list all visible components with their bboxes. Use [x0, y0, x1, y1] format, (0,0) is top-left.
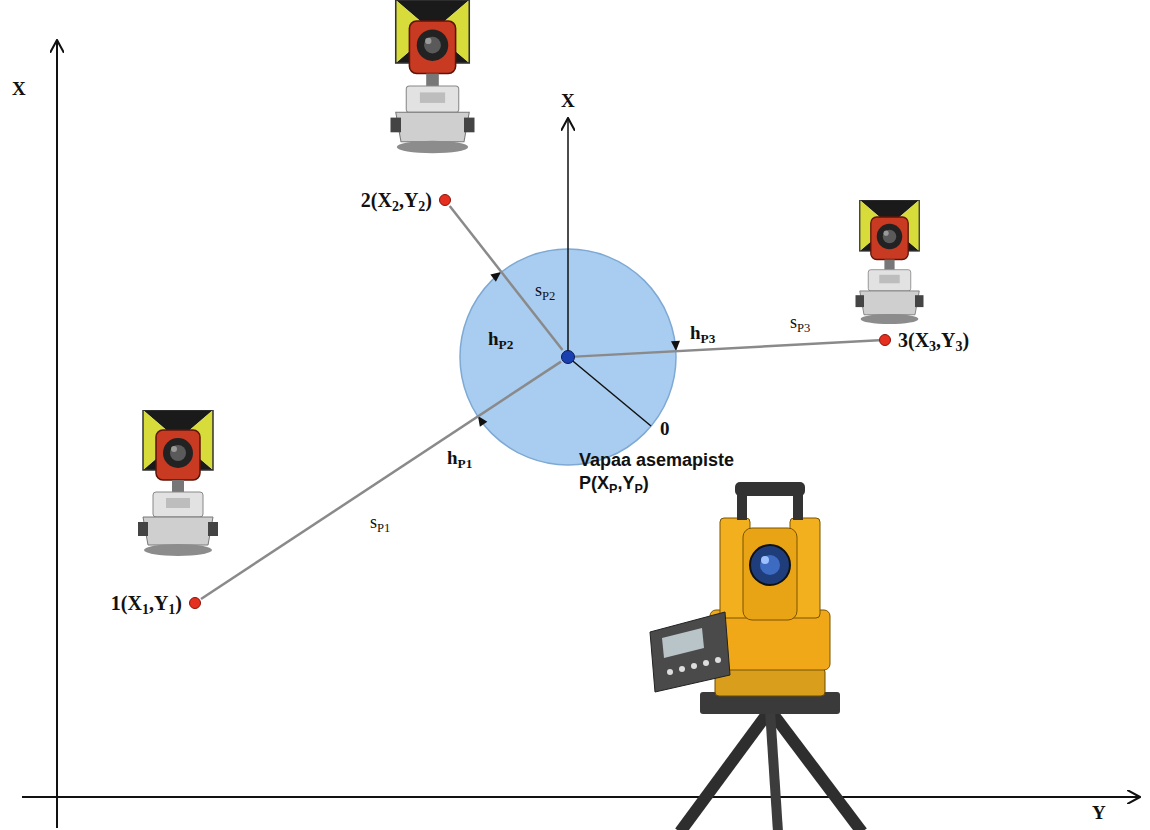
- distance-line: [450, 206, 563, 350]
- text-segment: ,Y: [399, 189, 418, 211]
- distance-line: [201, 362, 561, 599]
- axis-label: X: [12, 78, 26, 100]
- text-segment: ): [425, 189, 432, 211]
- text-segment: 1(X: [111, 592, 142, 614]
- station-point: Vapaa asemapiste P(XP,YP): [561, 350, 575, 364]
- text-segment: X: [561, 90, 575, 111]
- text-segment: Y: [1092, 802, 1106, 823]
- point-label: 3(X3,Y3): [898, 329, 969, 352]
- angle-label: hP3: [690, 322, 715, 344]
- distance-label: sP2: [535, 280, 555, 301]
- text-segment: P3: [701, 331, 716, 346]
- control-point: 2(X2,Y2): [439, 194, 451, 206]
- distance-label: sP3: [790, 312, 810, 333]
- text-segment: ,Y: [149, 592, 168, 614]
- text-segment: P3: [797, 321, 810, 335]
- text-segment: ): [175, 592, 182, 614]
- text-segment: P1: [377, 521, 390, 535]
- prism-target: [138, 410, 218, 556]
- text-segment: s: [370, 512, 377, 532]
- point-label: Vapaa asemapiste P(XP,YP): [579, 449, 754, 496]
- y-axis: [22, 796, 1140, 798]
- text-segment: ,Y: [936, 329, 955, 351]
- text-segment: 3: [929, 339, 936, 354]
- angle-label: hP1: [447, 447, 472, 469]
- point-label: 1(X1,Y1): [111, 592, 182, 615]
- text-segment: P2: [499, 337, 514, 352]
- text-segment: 0: [660, 418, 670, 439]
- text-segment: X: [12, 78, 26, 99]
- prism-target: [856, 200, 924, 324]
- control-point: 1(X1,Y1): [189, 597, 201, 609]
- text-segment: s: [790, 312, 797, 332]
- text-segment: h: [447, 447, 458, 468]
- zero-direction: [568, 357, 651, 426]
- total-station: [650, 482, 862, 830]
- x-axis: [56, 40, 58, 828]
- text-segment: s: [535, 280, 542, 300]
- distance-label: sP1: [370, 512, 390, 533]
- text-segment: Vapaa asemapiste P(X: [579, 450, 734, 493]
- text-segment: h: [690, 322, 701, 343]
- text-segment: 2: [418, 199, 425, 214]
- axis-label: X: [561, 90, 575, 112]
- axis-label: Y: [1092, 802, 1106, 824]
- prism-target: [391, 0, 475, 153]
- point-label: 2(X2,Y2): [361, 189, 432, 212]
- text-segment: 2: [392, 199, 399, 214]
- text-segment: 1: [142, 602, 149, 617]
- local-x-axis: [567, 118, 569, 357]
- text-segment: ): [643, 473, 649, 493]
- text-segment: ): [963, 329, 970, 351]
- text-segment: 3(X: [898, 329, 929, 351]
- text-segment: P1: [458, 456, 473, 471]
- text-segment: P: [634, 482, 642, 496]
- text-segment: ,Y: [617, 473, 634, 493]
- direction-arrowhead: [671, 341, 681, 351]
- text-segment: 2(X: [361, 189, 392, 211]
- text-segment: P2: [542, 289, 555, 303]
- zero-direction-label: 0: [660, 418, 670, 440]
- text-segment: 1: [168, 602, 175, 617]
- distance-line: [575, 340, 879, 356]
- text-segment: 3: [956, 339, 963, 354]
- control-point: 3(X3,Y3): [879, 334, 891, 346]
- angle-label: hP2: [488, 328, 513, 350]
- text-segment: P: [609, 482, 617, 496]
- text-segment: h: [488, 328, 499, 349]
